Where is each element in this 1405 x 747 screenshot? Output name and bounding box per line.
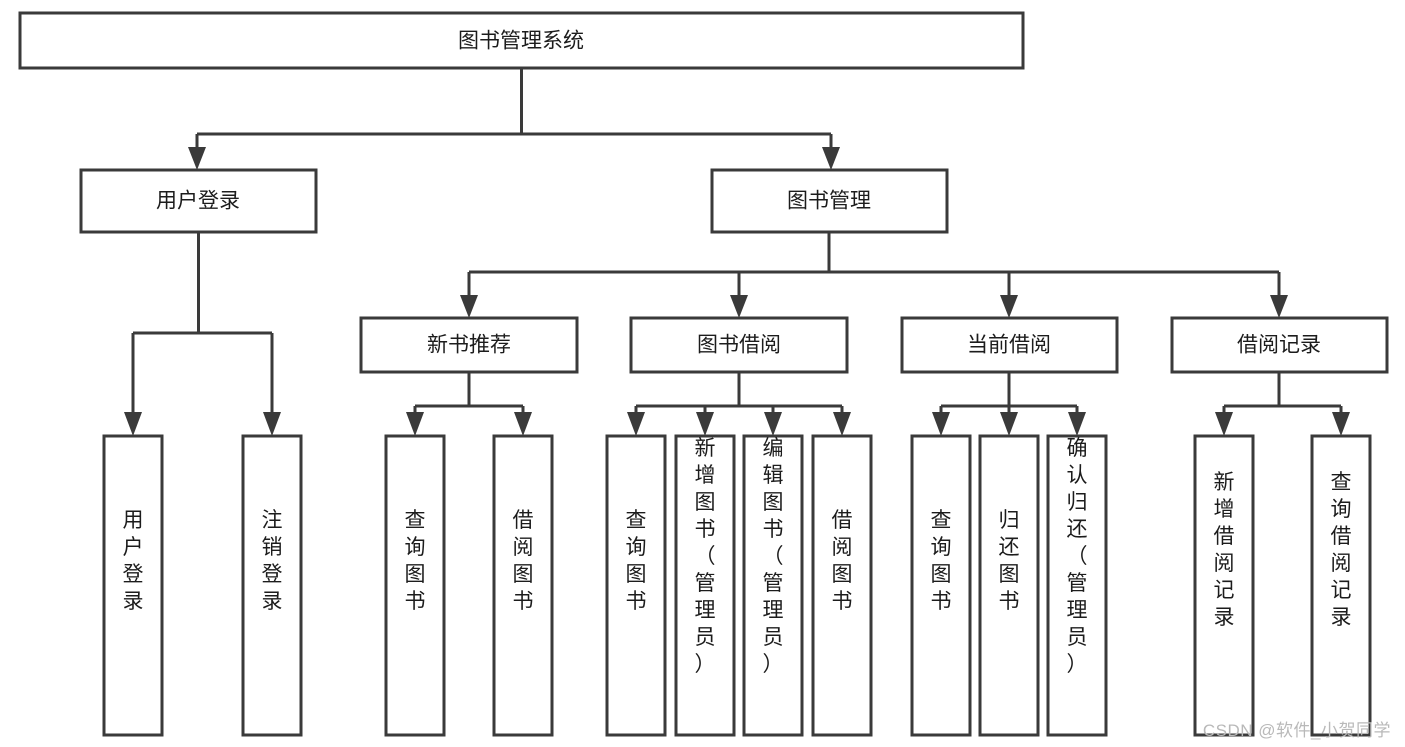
arrow-head-icon	[263, 412, 281, 436]
leaf-record-add-record-box[interactable]	[1193, 434, 1255, 737]
leaf-borrow-query-book[interactable]: 查询图书	[605, 434, 667, 737]
node-current-borrow[interactable]: 当前借阅	[900, 316, 1119, 374]
node-borrow-record[interactable]: 借阅记录	[1170, 316, 1389, 374]
arrow-head-icon	[1000, 295, 1018, 318]
leaf-borrow-query-book-label: 查询图书	[626, 509, 647, 613]
leaf-current-confirm-return[interactable]: 确认归还（管理员）	[1046, 434, 1108, 737]
leaf-user-login-logout-box[interactable]	[241, 434, 303, 737]
leaf-record-query-record[interactable]: 查询借阅记录	[1310, 434, 1372, 737]
node-book-management-box[interactable]	[710, 168, 949, 234]
leaf-borrow-edit-book-box[interactable]	[742, 434, 804, 737]
leaf-user-login-login-label: 用户登录	[123, 509, 144, 613]
arrow-head-icon	[1068, 412, 1086, 436]
watermark-text: CSDN @软件_小贺同学	[1202, 721, 1391, 740]
arrow-head-icon	[764, 412, 782, 436]
leaf-record-add-record[interactable]: 新增借阅记录	[1193, 434, 1255, 737]
arrow-head-icon	[188, 147, 206, 170]
leaf-user-login-logout-label: 注销登录	[262, 509, 283, 613]
arrow-head-icon	[932, 412, 950, 436]
node-new-book-recommend-label: 新书推荐	[427, 334, 511, 357]
arrow-head-icon	[1215, 412, 1233, 436]
node-new-book-recommend-box[interactable]	[359, 316, 579, 374]
leaf-record-add-record-label: 新增借阅记录	[1214, 471, 1235, 629]
node-root-label: 图书管理系统	[458, 30, 584, 53]
leaf-borrow-add-book[interactable]: 新增图书（管理员）	[674, 434, 736, 737]
arrow-head-icon	[696, 412, 714, 436]
leaf-borrow-edit-book[interactable]: 编辑图书（管理员）	[742, 434, 804, 737]
arrow-head-icon	[1270, 295, 1288, 318]
leaf-new-book-borrow-box[interactable]	[492, 434, 554, 737]
node-book-borrow-box[interactable]	[629, 316, 849, 374]
arrow-head-icon	[124, 412, 142, 436]
leaf-new-book-borrow-label: 借阅图书	[513, 509, 534, 613]
leaf-record-query-record-label: 查询借阅记录	[1331, 471, 1352, 629]
leaf-record-query-record-box[interactable]	[1310, 434, 1372, 737]
node-book-management[interactable]: 图书管理	[710, 168, 949, 234]
node-borrow-record-label: 借阅记录	[1237, 334, 1321, 357]
leaf-borrow-query-book-box[interactable]	[605, 434, 667, 737]
leaf-user-login-login-box[interactable]	[102, 434, 164, 737]
leaf-borrow-borrow-book[interactable]: 借阅图书	[811, 434, 873, 737]
leaf-user-login-login[interactable]: 用户登录	[102, 434, 164, 737]
node-current-borrow-box[interactable]	[900, 316, 1119, 374]
arrow-head-icon	[1332, 412, 1350, 436]
leaf-new-book-query[interactable]: 查询图书	[384, 434, 446, 737]
leaf-current-confirm-return-box[interactable]	[1046, 434, 1108, 737]
leaf-new-book-borrow[interactable]: 借阅图书	[492, 434, 554, 737]
node-current-borrow-label: 当前借阅	[967, 334, 1051, 357]
node-root[interactable]: 图书管理系统	[18, 11, 1025, 70]
node-user-login[interactable]: 用户登录	[79, 168, 318, 234]
arrow-head-icon	[833, 412, 851, 436]
arrow-head-icon	[627, 412, 645, 436]
node-borrow-record-box[interactable]	[1170, 316, 1389, 374]
arrow-head-icon	[514, 412, 532, 436]
leaf-borrow-add-book-box[interactable]	[674, 434, 736, 737]
node-user-login-box[interactable]	[79, 168, 318, 234]
arrow-head-icon	[1000, 412, 1018, 436]
leaf-current-return-book[interactable]: 归还图书	[978, 434, 1040, 737]
leaf-current-confirm-return-label: 确认归还（管理员）	[1067, 437, 1088, 676]
leaf-current-return-book-box[interactable]	[978, 434, 1040, 737]
leaf-borrow-borrow-book-box[interactable]	[811, 434, 873, 737]
node-root-box[interactable]	[18, 11, 1025, 70]
leaf-borrow-add-book-label: 新增图书（管理员）	[695, 437, 716, 676]
arrow-head-icon	[460, 295, 478, 318]
node-book-borrow-label: 图书借阅	[697, 334, 781, 357]
node-book-management-label: 图书管理	[787, 190, 871, 213]
connectors-layer	[124, 68, 1350, 436]
leaf-current-return-book-label: 归还图书	[999, 509, 1020, 613]
leaf-current-query-book-box[interactable]	[910, 434, 972, 737]
node-user-login-label: 用户登录	[156, 190, 240, 213]
node-book-borrow[interactable]: 图书借阅	[629, 316, 849, 374]
leaf-current-query-book-label: 查询图书	[931, 509, 952, 613]
leaf-borrow-edit-book-label: 编辑图书（管理员）	[763, 437, 784, 676]
leaf-borrow-borrow-book-label: 借阅图书	[832, 509, 853, 613]
leaf-current-query-book[interactable]: 查询图书	[910, 434, 972, 737]
arrow-head-icon	[406, 412, 424, 436]
leaf-new-book-query-box[interactable]	[384, 434, 446, 737]
arrow-head-icon	[730, 295, 748, 318]
arrow-head-icon	[822, 147, 840, 170]
leaf-new-book-query-label: 查询图书	[405, 509, 426, 613]
leaf-user-login-logout[interactable]: 注销登录	[241, 434, 303, 737]
node-new-book-recommend[interactable]: 新书推荐	[359, 316, 579, 374]
